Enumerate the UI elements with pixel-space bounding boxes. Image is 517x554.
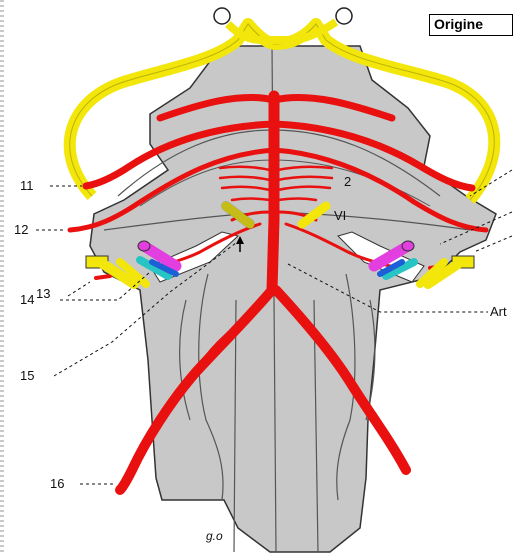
label-art: Art: [490, 304, 507, 319]
label-12: 12: [14, 222, 28, 237]
pica-left-stub: [96, 276, 110, 278]
label-13: 13: [36, 286, 50, 301]
label-VI: VI: [334, 208, 346, 223]
label-2: 2: [344, 174, 351, 189]
signature-text: g.o: [206, 529, 223, 543]
top-right-knob: [336, 8, 352, 24]
pontine-branch-4l: [232, 199, 270, 201]
label-11: 11: [20, 178, 34, 193]
label-15: 15: [20, 368, 34, 383]
label-16: 16: [50, 476, 64, 491]
label-14: 14: [20, 292, 34, 307]
pontine-branch-4r: [278, 199, 316, 201]
top-left-knob: [214, 8, 230, 24]
header-tag: Origine: [429, 14, 513, 36]
